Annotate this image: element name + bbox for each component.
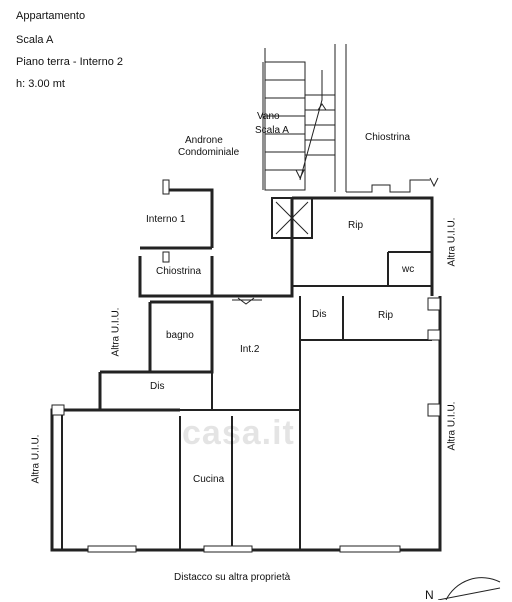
header-height: h: 3.00 mt	[16, 78, 65, 90]
room-rip-right: Rip	[378, 310, 394, 321]
side-label-left-upper: Altra U.I.U.	[110, 307, 122, 357]
room-chiostrina-top: Chiostrina	[365, 132, 411, 143]
room-interno-1: Interno 1	[146, 214, 186, 225]
room-vano: Vano	[257, 111, 280, 122]
room-wc: wc	[402, 264, 415, 275]
room-scala-a: Scala A	[255, 125, 289, 136]
room-condominiale: Condominiale	[178, 147, 240, 158]
side-label-left-lower: Altra U.I.U.	[30, 434, 42, 484]
room-rip-top: Rip	[348, 220, 364, 231]
side-label-right-lower: Altra U.I.U.	[446, 401, 458, 451]
header-stair: Scala A	[16, 34, 54, 46]
room-chiostrina-left: Chiostrina	[156, 266, 202, 277]
room-androne: Androne	[185, 135, 223, 146]
north-label: N	[425, 588, 434, 602]
side-label-right-upper: Altra U.I.U.	[446, 217, 458, 267]
room-cucina: Cucina	[193, 474, 225, 485]
north-arrow	[437, 577, 501, 600]
room-dis-right: Dis	[312, 309, 327, 320]
room-int-2: Int.2	[240, 344, 260, 355]
room-bagno: bagno	[166, 330, 194, 341]
footer-distacco: Distacco su altra proprietà	[174, 572, 291, 583]
watermark-logo: casa.it	[182, 414, 295, 452]
staircase	[262, 44, 347, 192]
header-floor: Piano terra - Interno 2	[16, 56, 124, 68]
room-dis-left: Dis	[150, 381, 165, 392]
header-title: Appartamento	[16, 10, 86, 22]
